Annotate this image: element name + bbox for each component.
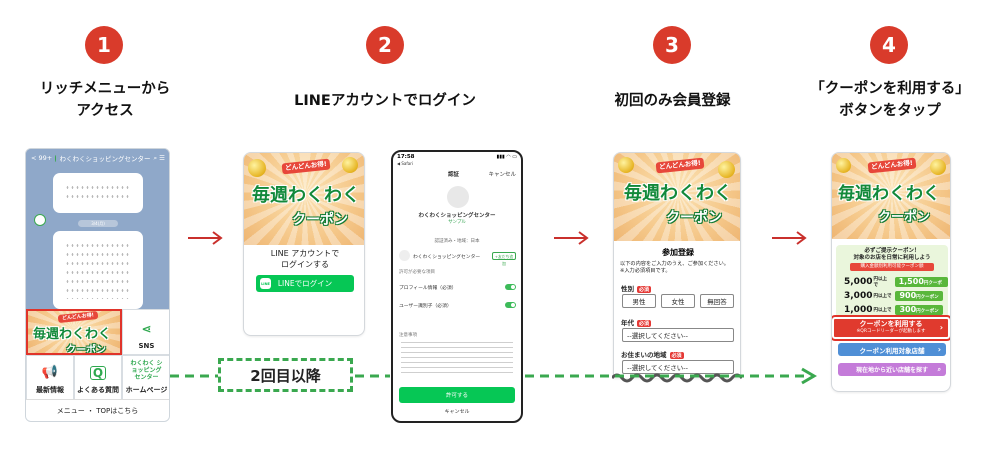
banner-main: 毎週わくわく [624, 179, 732, 205]
status-icons: ▮▮▮ ◠ ▭ [496, 154, 517, 160]
line-login-label: LINEでログイン [278, 278, 332, 289]
step-3-title: 初回のみ会員登録 [580, 90, 765, 112]
step-4-number: 4 [870, 26, 908, 64]
register-intro: 以下の内容をご入力のうえ、ご参加ください。 ※入力必須項目です。 [620, 261, 738, 275]
home-logo: わくわく ショッピング センター [128, 360, 166, 381]
permission-profile: プロフィール情報（必須） [399, 284, 456, 291]
sns-label: SNS [139, 342, 155, 350]
step-2-number: 2 [366, 26, 404, 64]
coupon-sub-text: クーポン [66, 341, 106, 355]
permission-userid-toggle[interactable] [505, 302, 516, 308]
use-coupon-label: クーポンを利用する [860, 320, 923, 328]
home-label: ホームページ [126, 385, 168, 395]
age-select[interactable]: --選択してください-- [622, 328, 734, 342]
add-friend-button[interactable]: +友だち追加 [492, 252, 516, 260]
coupon-stores-button[interactable]: クーポン利用対象店舗 › [838, 343, 946, 356]
coupon-banner: どんどんお得! 毎週わくわく クーポン [614, 153, 741, 241]
chevron-right-icon: › [938, 345, 941, 354]
account-name: わくわくショッピングセンター [59, 153, 150, 163]
question-icon: Q [90, 366, 106, 380]
line-chat-screen: < 99+ わくわくショッピングセンター ⌕ ☰ 3/4(月) どんどんお得! … [25, 148, 170, 422]
cancel-bottom[interactable]: キャンセル [393, 408, 521, 415]
register-card: どんどんお得! 毎週わくわく クーポン 参加登録 以下の内容をご入力のうえ、ご参… [613, 152, 741, 378]
rich-menu-faq[interactable]: Q よくある質問 [74, 355, 122, 400]
rich-menu-news[interactable]: 📢 最新情報 [26, 355, 74, 400]
arrow-right-icon [186, 230, 226, 246]
date-chip: 3/4(月) [78, 220, 118, 227]
rich-menu-sns[interactable]: ⋖ SNS [122, 309, 170, 355]
megaphone-icon: 📢 [42, 365, 58, 380]
search-nearby-label: 現在地から近い店舗を探す [856, 365, 928, 374]
step-2-title: LINEアカウントでログイン [255, 90, 515, 112]
menu-icon[interactable]: ⌕ ☰ [153, 154, 165, 163]
arrow-right-icon [552, 230, 592, 246]
share-icon: ⋖ [141, 322, 151, 336]
banner-sub: クーポン [878, 206, 930, 225]
chevron-right-icon: › [940, 324, 943, 332]
banner-sub: クーポン [292, 209, 348, 229]
age-label: 年代必須 [621, 317, 651, 327]
use-coupon-sub: ※QRコードリーダーが起動します [857, 328, 926, 336]
gender-label: 性別必須 [621, 283, 651, 293]
line-logo-icon: LINE [260, 278, 271, 289]
permission-header: 許可が必要な項目 [399, 269, 435, 275]
gender-male-button[interactable]: 男性 [622, 294, 656, 308]
search-icon: ⌕ [938, 366, 941, 374]
rich-menu-coupon[interactable]: どんどんお得! 毎週わくわく クーポン [26, 309, 122, 355]
use-coupon-button[interactable]: クーポンを利用する ※QRコードリーダーが起動します › [832, 317, 950, 339]
permission-profile-toggle[interactable] [505, 284, 516, 290]
account-icon [55, 155, 56, 162]
status-time: 17:58 [397, 154, 415, 160]
step-1-title: リッチメニューから アクセス [10, 78, 200, 122]
account-avatar [447, 186, 469, 208]
message-bubble [53, 173, 143, 213]
account-avatar [34, 214, 46, 226]
gender-female-button[interactable]: 女性 [661, 294, 695, 308]
consent-cancel[interactable]: キャンセル [488, 170, 516, 178]
login-card: どんどんお得! 毎週わくわく クーポン LINE アカウントで ログインする L… [243, 152, 365, 336]
coupon-banner: どんどんお得! 毎週わくわく クーポン [244, 153, 365, 245]
login-text: LINE アカウントで ログインする [244, 248, 365, 270]
provider-info: 認証済み・地域：日本 [393, 238, 521, 244]
service-name: わくわくショッピングセンター [413, 253, 480, 260]
banner-main: 毎週わくわく [252, 181, 360, 207]
coupon-table: 必ずご提示クーポン！ 対象のお店を日常に利用しよう 購入金額別利用可能クーポン額… [836, 245, 948, 319]
second-time-label: 2回目以降 [218, 358, 353, 392]
safari-back[interactable]: ◀ Safari [397, 161, 413, 166]
consent-account-name: わくわくショッピングセンター [393, 211, 521, 219]
consent-title: 認証 [448, 170, 459, 178]
coupon-tag: 購入金額別利用可能クーポン額 [850, 263, 934, 271]
permission-userid: ユーザー識別子（必須） [399, 302, 452, 309]
coupon-card: どんどんお得! 毎週わくわく クーポン 必ずご提示クーポン！ 対象のお店を日常に… [831, 152, 951, 392]
news-label: 最新情報 [36, 385, 64, 395]
rich-menu-home[interactable]: わくわく ショッピング センター ホームページ [122, 355, 170, 400]
faq-label: よくある質問 [77, 385, 119, 395]
service-icon [399, 250, 410, 261]
search-nearby-button[interactable]: 現在地から近い店舗を探す ⌕ [838, 363, 946, 376]
stores-label: クーポン利用対象店舗 [860, 345, 925, 355]
coupon-banner: どんどんお得! 毎週わくわく クーポン [832, 153, 951, 239]
back-button[interactable]: < 99+ [31, 154, 52, 162]
coupon-intro: 必ずご提示クーポン！ 対象のお店を日常に利用しよう [836, 248, 948, 262]
register-title: 参加登録 [614, 247, 741, 258]
line-login-button[interactable]: LINE LINEでログイン [256, 275, 354, 292]
area-label: お住まいの地域必須 [621, 349, 684, 359]
coupon-main-text: 毎週わくわく [33, 323, 111, 342]
step-1-number: 1 [85, 26, 123, 64]
banner-main: 毎週わくわく [838, 179, 940, 204]
gender-none-button[interactable]: 無回答 [700, 294, 734, 308]
arrow-right-icon [770, 230, 810, 246]
message-bubble-2 [53, 231, 143, 309]
consent-account-sub: サンプル [393, 219, 521, 225]
rich-menu-footer[interactable]: メニュー ・ TOPはこちら [26, 399, 169, 421]
step-3-number: 3 [653, 26, 691, 64]
notes-header: 注意事項 [399, 332, 417, 338]
banner-sub: クーポン [666, 207, 722, 227]
step-4-title: 「クーポンを利用する」 ボタンをタップ [790, 78, 990, 122]
chat-header: < 99+ わくわくショッピングセンター ⌕ ☰ [26, 149, 169, 167]
